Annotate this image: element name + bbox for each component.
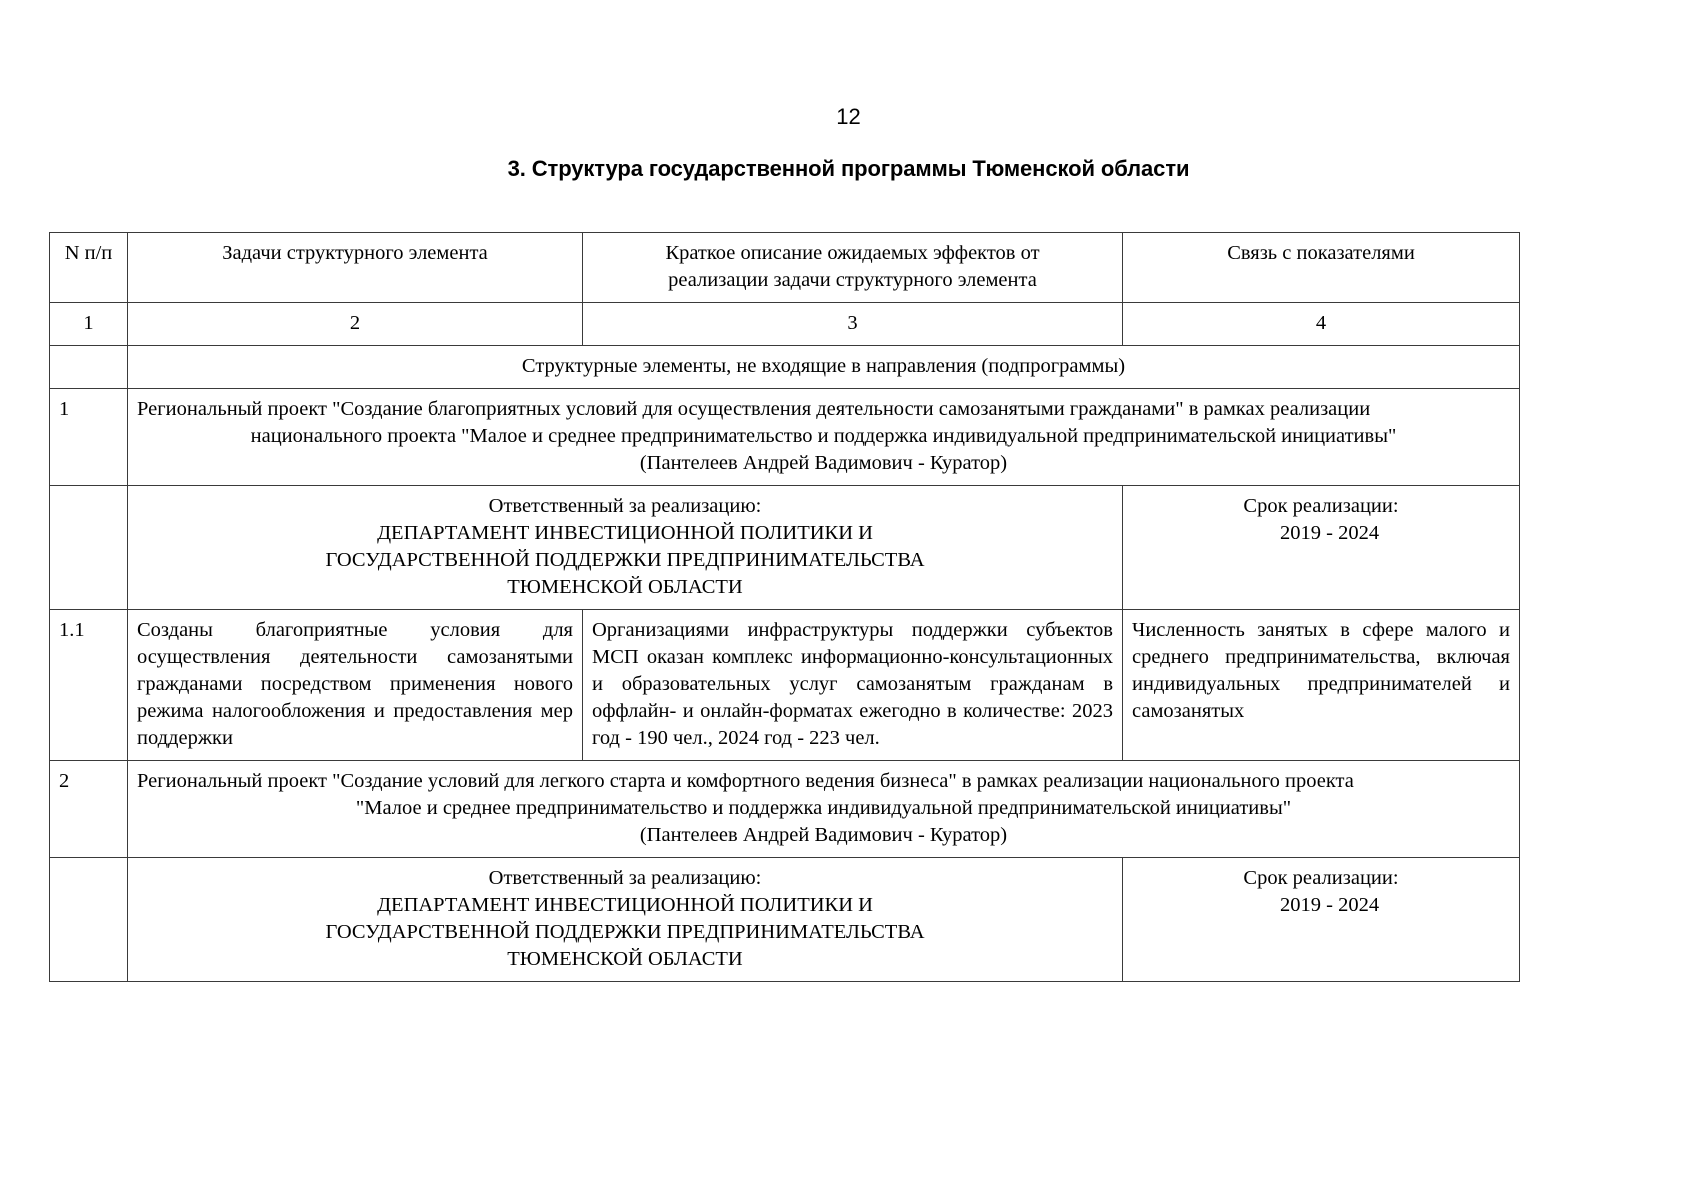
responsible-line-1: ДЕПАРТАМЕНТ ИНВЕСТИЦИОННОЙ ПОЛИТИКИ И [377,894,873,916]
term-label: Срок реализации: [1243,495,1399,517]
column-number-4: 4 [1122,302,1520,346]
term-value: 2019 - 2024 [1280,522,1380,544]
table-row: 2 Региональный проект "Создание условий … [49,760,1520,858]
project-line-3: (Пантелеев Андрей Вадимович - Куратор) [639,824,1008,846]
responsible-label: Ответственный за реализацию: [488,867,762,889]
table-row: 1 Региональный проект "Создание благопри… [49,388,1520,486]
responsible-line-1: ДЕПАРТАМЕНТ ИНВЕСТИЦИОННОЙ ПОЛИТИКИ И [377,522,873,544]
task-cell: Созданы благоприятные условия для осущес… [127,609,583,761]
header-cell-effects: Краткое описание ожидаемых эффектов от р… [582,232,1123,303]
column-number-3: 3 [582,302,1123,346]
table-row: Ответственный за реализацию: ДЕПАРТАМЕНТ… [49,857,1520,982]
term-cell: Срок реализации: 2019 - 2024 [1122,485,1520,610]
header-cell-number: N п/п [49,232,128,303]
responsible-line-2: ГОСУДАРСТВЕННОЙ ПОДДЕРЖКИ ПРЕДПРИНИМАТЕЛ… [325,549,925,571]
table-row: 1.1 Созданы благоприятные условия для ос… [49,609,1520,761]
row-index [49,485,128,610]
responsible-cell: Ответственный за реализацию: ДЕПАРТАМЕНТ… [127,485,1123,610]
project-line-2: "Малое и среднее предпринимательство и п… [355,797,1292,819]
regional-project-cell: Региональный проект "Создание благоприят… [127,388,1520,486]
responsible-line-3: ТЮМЕНСКОЙ ОБЛАСТИ [507,948,743,970]
responsible-line-3: ТЮМЕНСКОЙ ОБЛАСТИ [507,576,743,598]
table-header-row: N п/п Задачи структурного элемента Кратк… [49,232,1520,303]
row-index [49,857,128,982]
column-number-1: 1 [49,302,128,346]
program-structure-table: N п/п Задачи структурного элемента Кратк… [49,232,1520,982]
section-band-row: Структурные элементы, не входящие в напр… [49,345,1520,389]
project-line-1: Региональный проект "Создание благоприят… [137,398,1371,420]
regional-project-cell: Региональный проект "Создание условий дл… [127,760,1520,858]
project-line-3: (Пантелеев Андрей Вадимович - Куратор) [639,452,1008,474]
indicator-cell: Численность занятых в сфере малого и сре… [1122,609,1520,761]
header-cell-tasks: Задачи структурного элемента [127,232,583,303]
page-title: 3. Структура государственной программы Т… [507,156,1190,181]
project-line-2: национального проекта "Малое и среднее п… [250,425,1397,447]
responsible-line-2: ГОСУДАРСТВЕННОЙ ПОДДЕРЖКИ ПРЕДПРИНИМАТЕЛ… [325,921,925,943]
row-index: 1 [49,388,128,486]
table-column-number-row: 1 2 3 4 [49,302,1520,346]
section-band-label: Структурные элементы, не входящие в напр… [127,345,1520,389]
term-label: Срок реализации: [1243,867,1399,889]
term-value: 2019 - 2024 [1280,894,1380,916]
responsible-label: Ответственный за реализацию: [488,495,762,517]
header-effects-line2: реализации задачи структурного элемента [668,269,1037,291]
structure-table-wrapper: N п/п Задачи структурного элемента Кратк… [49,232,1520,982]
row-index: 2 [49,760,128,858]
header-cell-indicators: Связь с показателями [1122,232,1520,303]
table-row: Ответственный за реализацию: ДЕПАРТАМЕНТ… [49,485,1520,610]
section-band-index [49,345,128,389]
column-number-2: 2 [127,302,583,346]
responsible-cell: Ответственный за реализацию: ДЕПАРТАМЕНТ… [127,857,1123,982]
header-effects-line1: Краткое описание ожидаемых эффектов от [665,242,1040,264]
page-number: 12 [836,104,861,129]
effects-cell: Организациями инфраструктуры поддержки с… [582,609,1123,761]
term-cell: Срок реализации: 2019 - 2024 [1122,857,1520,982]
project-line-1: Региональный проект "Создание условий дл… [137,770,1354,792]
row-index: 1.1 [49,609,128,761]
